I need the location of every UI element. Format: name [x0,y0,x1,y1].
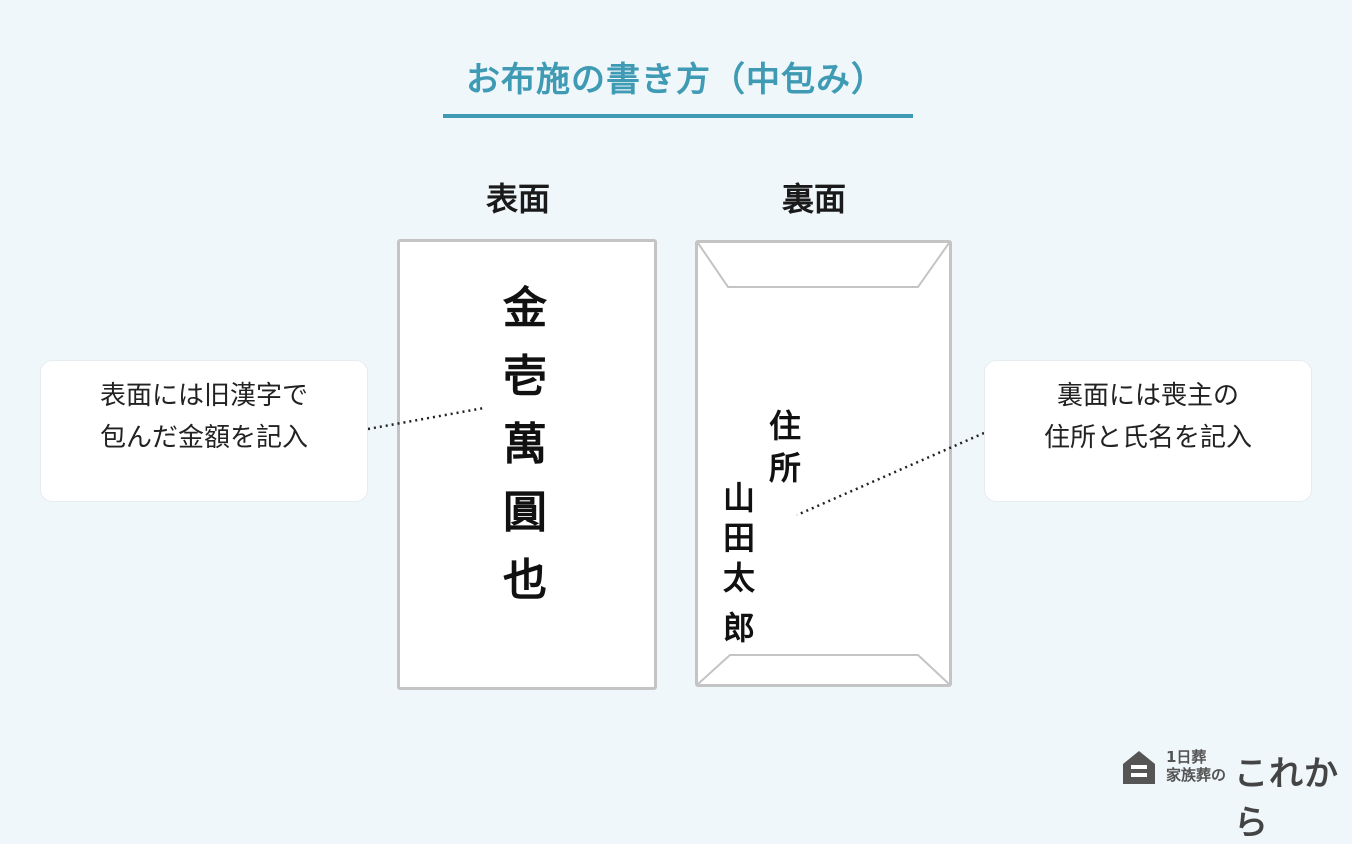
name-vertical-text: 山 田 太 郎 [720,482,758,652]
top-flap [697,242,950,288]
front-label: 表面 [486,180,551,218]
callout-line: 裏面には喪主の [1056,381,1239,411]
address-vertical-text: 住 所 [766,410,804,494]
right-leader-line [796,431,985,517]
name-char: 太 [722,559,755,597]
logo-main-text: これから [1234,754,1339,843]
amount-char: 也 [503,555,547,606]
bottom-flap [697,654,950,685]
callout-line: 表面には旧漢字で [99,381,308,411]
address-char: 所 [768,449,801,487]
house-icon [1123,751,1155,784]
brand-logo: 1日葬 家族葬の これから [1120,744,1340,843]
back-callout: 裏面には喪主の 住所と氏名を記入 [984,360,1312,502]
amount-vertical-text: 金 壱 萬 圓 也 [502,287,548,627]
logo-subtitle: 1日葬 家族葬の [1166,748,1226,784]
logo-sub-line: 家族葬の [1166,766,1227,784]
amount-char: 萬 [503,419,547,470]
callout-line: 住所と氏名を記入 [1043,423,1252,453]
name-char: 郎 [722,609,755,647]
address-char: 住 [768,407,801,445]
name-char: 田 [722,519,755,557]
page-title: お布施の書き方（中包み） [466,60,886,100]
amount-char: 圓 [503,487,547,538]
decorations-overlay [367,242,985,685]
back-envelope [695,240,952,687]
left-leader-line [367,406,485,431]
front-envelope [397,239,657,690]
title-underline [443,114,913,118]
callout-line: 包んだ金額を記入 [99,423,308,453]
name-char: 山 [722,479,755,517]
back-label: 裏面 [782,180,847,218]
amount-char: 金 [503,283,547,334]
logo-sub-line: 1日葬 [1166,748,1207,766]
front-callout: 表面には旧漢字で 包んだ金額を記入 [40,360,368,502]
amount-char: 壱 [503,351,547,402]
